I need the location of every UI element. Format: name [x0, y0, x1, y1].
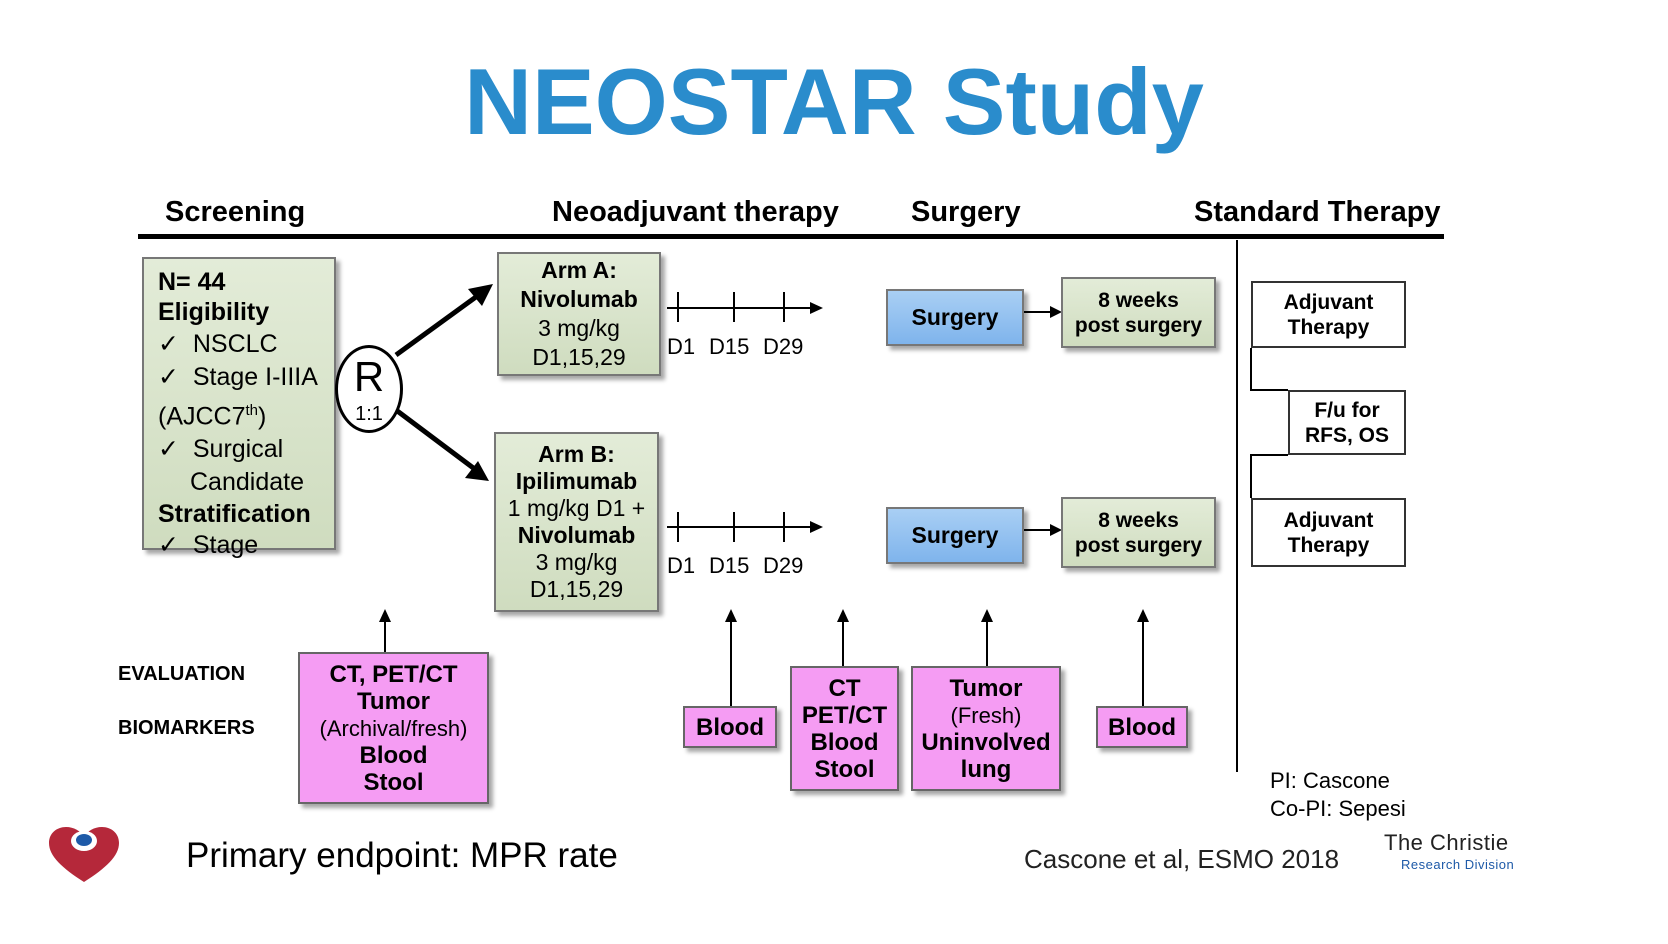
eligibility-box: N= 44 Eligibility ✓ NSCLC ✓ Stage I-IIIA… [142, 257, 336, 559]
adjuvant-therapy-box-a: Adjuvant Therapy [1251, 281, 1406, 348]
evaluation-label: EVALUATION [118, 663, 246, 685]
stratification-stage: ✓ Stage [158, 531, 259, 560]
timeline-b-label-d15: D15 [709, 553, 750, 578]
citation: Cascone et al, ESMO 2018 [1024, 844, 1340, 874]
primary-endpoint: Primary endpoint: MPR rate [186, 836, 618, 875]
heart-logo-icon [49, 827, 119, 882]
timeline-b-label-d1: D1 [667, 553, 696, 578]
surgery-box-arm-a: Surgery [886, 289, 1024, 346]
phase-surgery: Surgery [911, 196, 1021, 228]
eval-arrow-head-presurgery [837, 609, 849, 622]
check-icon: ✓ [158, 363, 179, 391]
header-rule [138, 234, 1444, 239]
eval-box-blood-2: Blood [1096, 706, 1188, 748]
arm-a-dose: 3 mg/kg [538, 315, 620, 341]
eval-box-tumor: Tumor (Fresh) Uninvolved lung [911, 666, 1061, 791]
arm-b-title: Arm B: [538, 441, 615, 467]
biomarkers-label: BIOMARKERS [118, 717, 255, 739]
timeline-a-label-d29: D29 [763, 334, 804, 359]
arrow-head-arm-b [465, 461, 489, 481]
page-title: NEOSTAR Study [464, 49, 1204, 154]
timeline-b-label-d29: D29 [763, 553, 804, 578]
stratification-heading: Stratification [158, 500, 311, 529]
arm-b-dose-2: 3 mg/kg [535, 549, 618, 575]
timeline-b-arrow-head [810, 521, 823, 533]
arm-a-box: Arm A: Nivolumab 3 mg/kg D1,15,29 [497, 252, 661, 376]
arm-a-title: Arm A: [541, 257, 617, 283]
eval-arrow-head-blood-2 [1137, 609, 1149, 622]
enrollment-count: N= 44 [158, 268, 226, 296]
surgery-box-arm-b: Surgery [886, 507, 1024, 564]
eval-box-blood-1: Blood [683, 706, 777, 748]
eligibility-heading: Eligibility [158, 298, 270, 326]
arm-b-box: Arm B: Ipilimumab 1 mg/kg D1 + Nivolumab… [494, 432, 659, 612]
check-icon: ✓ [158, 330, 179, 358]
timeline-a-arrow-head [810, 302, 823, 314]
bracket-adjuvant-a-to-followup [1250, 348, 1288, 391]
christie-logo-subtitle: Research Division [1401, 857, 1515, 872]
eval-arrow-head-blood-1 [725, 609, 737, 622]
arm-b-dose-1: 1 mg/kg D1 + [507, 495, 646, 521]
followup-box: F/u for RFS, OS [1288, 390, 1406, 455]
arrow-head-surgery-a [1050, 306, 1062, 318]
randomization-ratio: 1:1 [355, 403, 383, 425]
check-icon: ✓ [158, 531, 179, 560]
phase-screening: Screening [165, 196, 306, 228]
check-icon: ✓ [158, 435, 179, 464]
criterion-stage-range: ✓ Stage I-IIIA [158, 363, 318, 391]
criterion-surgical: ✓ Surgical [158, 435, 284, 464]
eval-arrow-head-screening [379, 609, 391, 622]
eval-box-screening: CT, PET/CT Tumor (Archival/fresh) Blood … [298, 652, 489, 804]
arm-b-days: D1,15,29 [529, 576, 624, 602]
randomization-letter: R [353, 353, 385, 400]
arrow-to-arm-b [394, 408, 478, 472]
arrow-head-surgery-b [1050, 524, 1062, 536]
post-surgery-box-arm-a: 8 weeks post surgery [1061, 277, 1216, 348]
christie-logo-title: The Christie [1384, 830, 1509, 855]
arm-b-drug-2: Nivolumab [517, 522, 636, 548]
bracket-followup-to-adjuvant-b [1250, 454, 1288, 498]
timeline-a-label-d1: D1 [667, 334, 696, 359]
principal-investigator: PI: Cascone [1270, 768, 1390, 793]
arm-b-drug-1: Ipilimumab [515, 468, 638, 494]
eval-arrow-head-tumor [981, 609, 993, 622]
randomization-node: R 1:1 [335, 345, 403, 433]
adjuvant-therapy-box-b: Adjuvant Therapy [1251, 498, 1406, 567]
co-principal-investigator: Co-PI: Sepesi [1270, 796, 1406, 821]
arrow-to-arm-a [394, 291, 482, 358]
criterion-candidate: Candidate [190, 468, 304, 497]
eval-box-presurgery: CT PET/CT Blood Stool [790, 666, 899, 791]
criterion-nsclc: ✓ NSCLC [158, 330, 278, 358]
criterion-ajcc: (AJCC7th) [158, 402, 267, 431]
arm-a-drug: Nivolumab [520, 286, 638, 312]
arm-a-days: D1,15,29 [532, 344, 626, 370]
post-surgery-box-arm-b: 8 weeks post surgery [1061, 497, 1216, 568]
phase-neoadjuvant: Neoadjuvant therapy [552, 196, 839, 228]
arrow-head-arm-a [468, 284, 493, 306]
timeline-a-label-d15: D15 [709, 334, 750, 359]
phase-standard-therapy: Standard Therapy [1194, 196, 1441, 228]
